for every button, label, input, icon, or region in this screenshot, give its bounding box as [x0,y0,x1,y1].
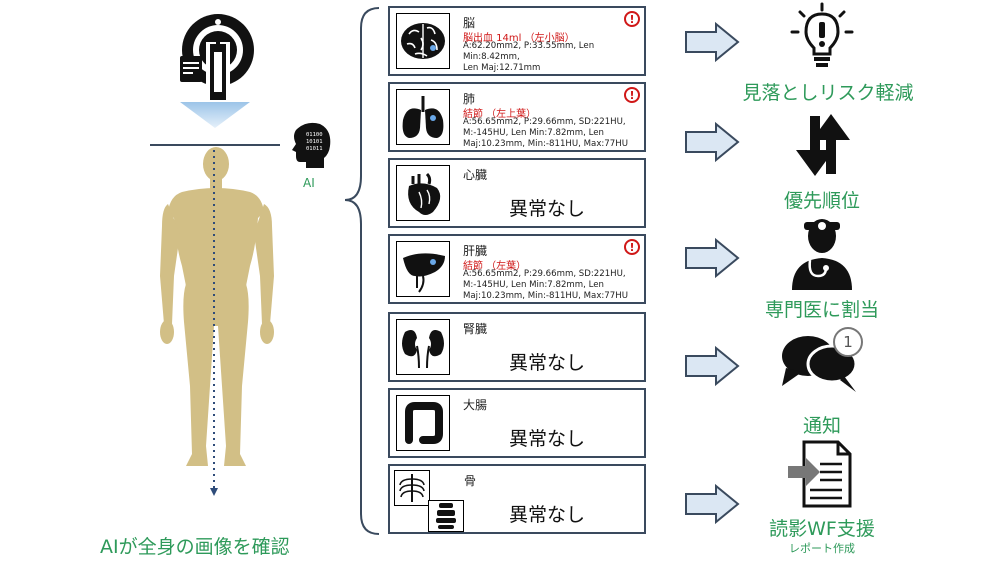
notification-badge: 1 [843,333,853,351]
colon-thumbnail [396,395,450,451]
chat-bubbles-icon: 1 [782,327,863,392]
measurement-text: A:56.65mm2, P:29.66mm, SD:221HU, M:-145H… [463,269,628,302]
lung-thumbnail [396,89,450,145]
svg-text:10101: 10101 [306,139,323,145]
page-caption: AIが全身の画像を確認 [100,536,290,558]
report-document-icon [788,440,852,508]
organ-card-bone[interactable]: 骨 異常なし [388,464,646,534]
sort-arrows-icon [796,114,850,176]
ct-scanner-icon [180,14,254,102]
organ-card-liver[interactable]: 肝臓 結節 （左葉） A:56.65mm2, P:29.66mm, SD:221… [388,234,646,304]
spine-icon [436,503,456,529]
scan-plane-line [150,144,280,146]
measurement-text: A:62.20mm2, P:33.55mm, Len Min:8.42mm, L… [463,41,595,74]
arrow-to-outcome-2 [685,121,740,163]
finding-text: 脳出血 14ml （左小脳） [463,33,575,44]
scan-beam [180,102,250,128]
ribcage-icon [399,474,425,502]
organ-name: 肝臓 [463,244,488,258]
brain-icon [401,23,445,59]
outcome-label-4: 通知 [802,415,841,437]
brain-thumbnail [396,13,450,69]
organ-name: 骨 [464,474,477,488]
normal-result-text: 異常なし [508,198,585,220]
lungs-icon [402,96,444,138]
ai-head-icon: 01100 10101 01011 [292,122,331,168]
kidney-thumbnail [396,319,450,375]
doctor-icon [792,219,852,290]
svg-text:01100: 01100 [306,132,323,138]
organ-name: 脳 [463,16,476,30]
colon-icon [405,402,443,444]
normal-result-text: 異常なし [508,504,585,526]
ai-label: AI [303,176,315,190]
organ-name: 大腸 [463,398,488,412]
finding-text: 結節 （左上葉） [463,109,537,120]
heart-icon [408,172,441,215]
heart-thumbnail [396,165,450,221]
liver-icon [403,253,445,293]
curly-brace [344,7,380,535]
svg-text:01011: 01011 [306,146,323,152]
spine-thumbnail [428,500,464,532]
outcome-sublabel-5: レポート作成 [789,542,855,555]
finding-text: 結節 （左葉） [463,261,527,272]
organ-card-heart[interactable]: 心臓 異常なし [388,158,646,228]
outcome-label-1: 見落としリスク軽減 [742,82,914,104]
scan-axis-dotted-line [210,150,218,496]
arrow-to-outcome-3 [685,237,740,279]
arrow-to-outcome-5 [685,483,740,525]
body-silhouette [160,147,274,466]
organ-card-brain[interactable]: 脳 脳出血 14ml （左小脳） A:62.20mm2, P:33.55mm, … [388,6,646,76]
arrow-to-outcome-1 [685,21,740,63]
organ-card-lung[interactable]: 肺 結節 （左上葉） A:56.65mm2, P:29.66mm, SD:221… [388,82,646,152]
organ-name: 腎臓 [463,322,488,336]
alert-icon[interactable]: ! [624,87,640,103]
measurement-text: A:56.65mm2, P:29.66mm, SD:221HU, M:-145H… [463,117,628,150]
outcome-label-2: 優先順位 [783,190,860,212]
organ-card-colon[interactable]: 大腸 異常なし [388,388,646,458]
organ-card-kidney[interactable]: 腎臓 異常なし [388,312,646,382]
outcome-label-5: 読影WF支援 [769,518,875,540]
organ-name: 心臓 [463,168,488,182]
liver-thumbnail [396,241,450,297]
outcome-label-3: 専門医に割当 [764,299,879,321]
lightbulb-icon [790,2,854,67]
normal-result-text: 異常なし [508,428,585,450]
ribcage-thumbnail [394,470,430,506]
kidneys-icon [402,330,444,369]
alert-icon[interactable]: ! [624,239,640,255]
normal-result-text: 異常なし [508,352,585,374]
arrow-to-outcome-4 [685,345,740,387]
alert-icon[interactable]: ! [624,11,640,27]
organ-name: 肺 [463,92,476,106]
